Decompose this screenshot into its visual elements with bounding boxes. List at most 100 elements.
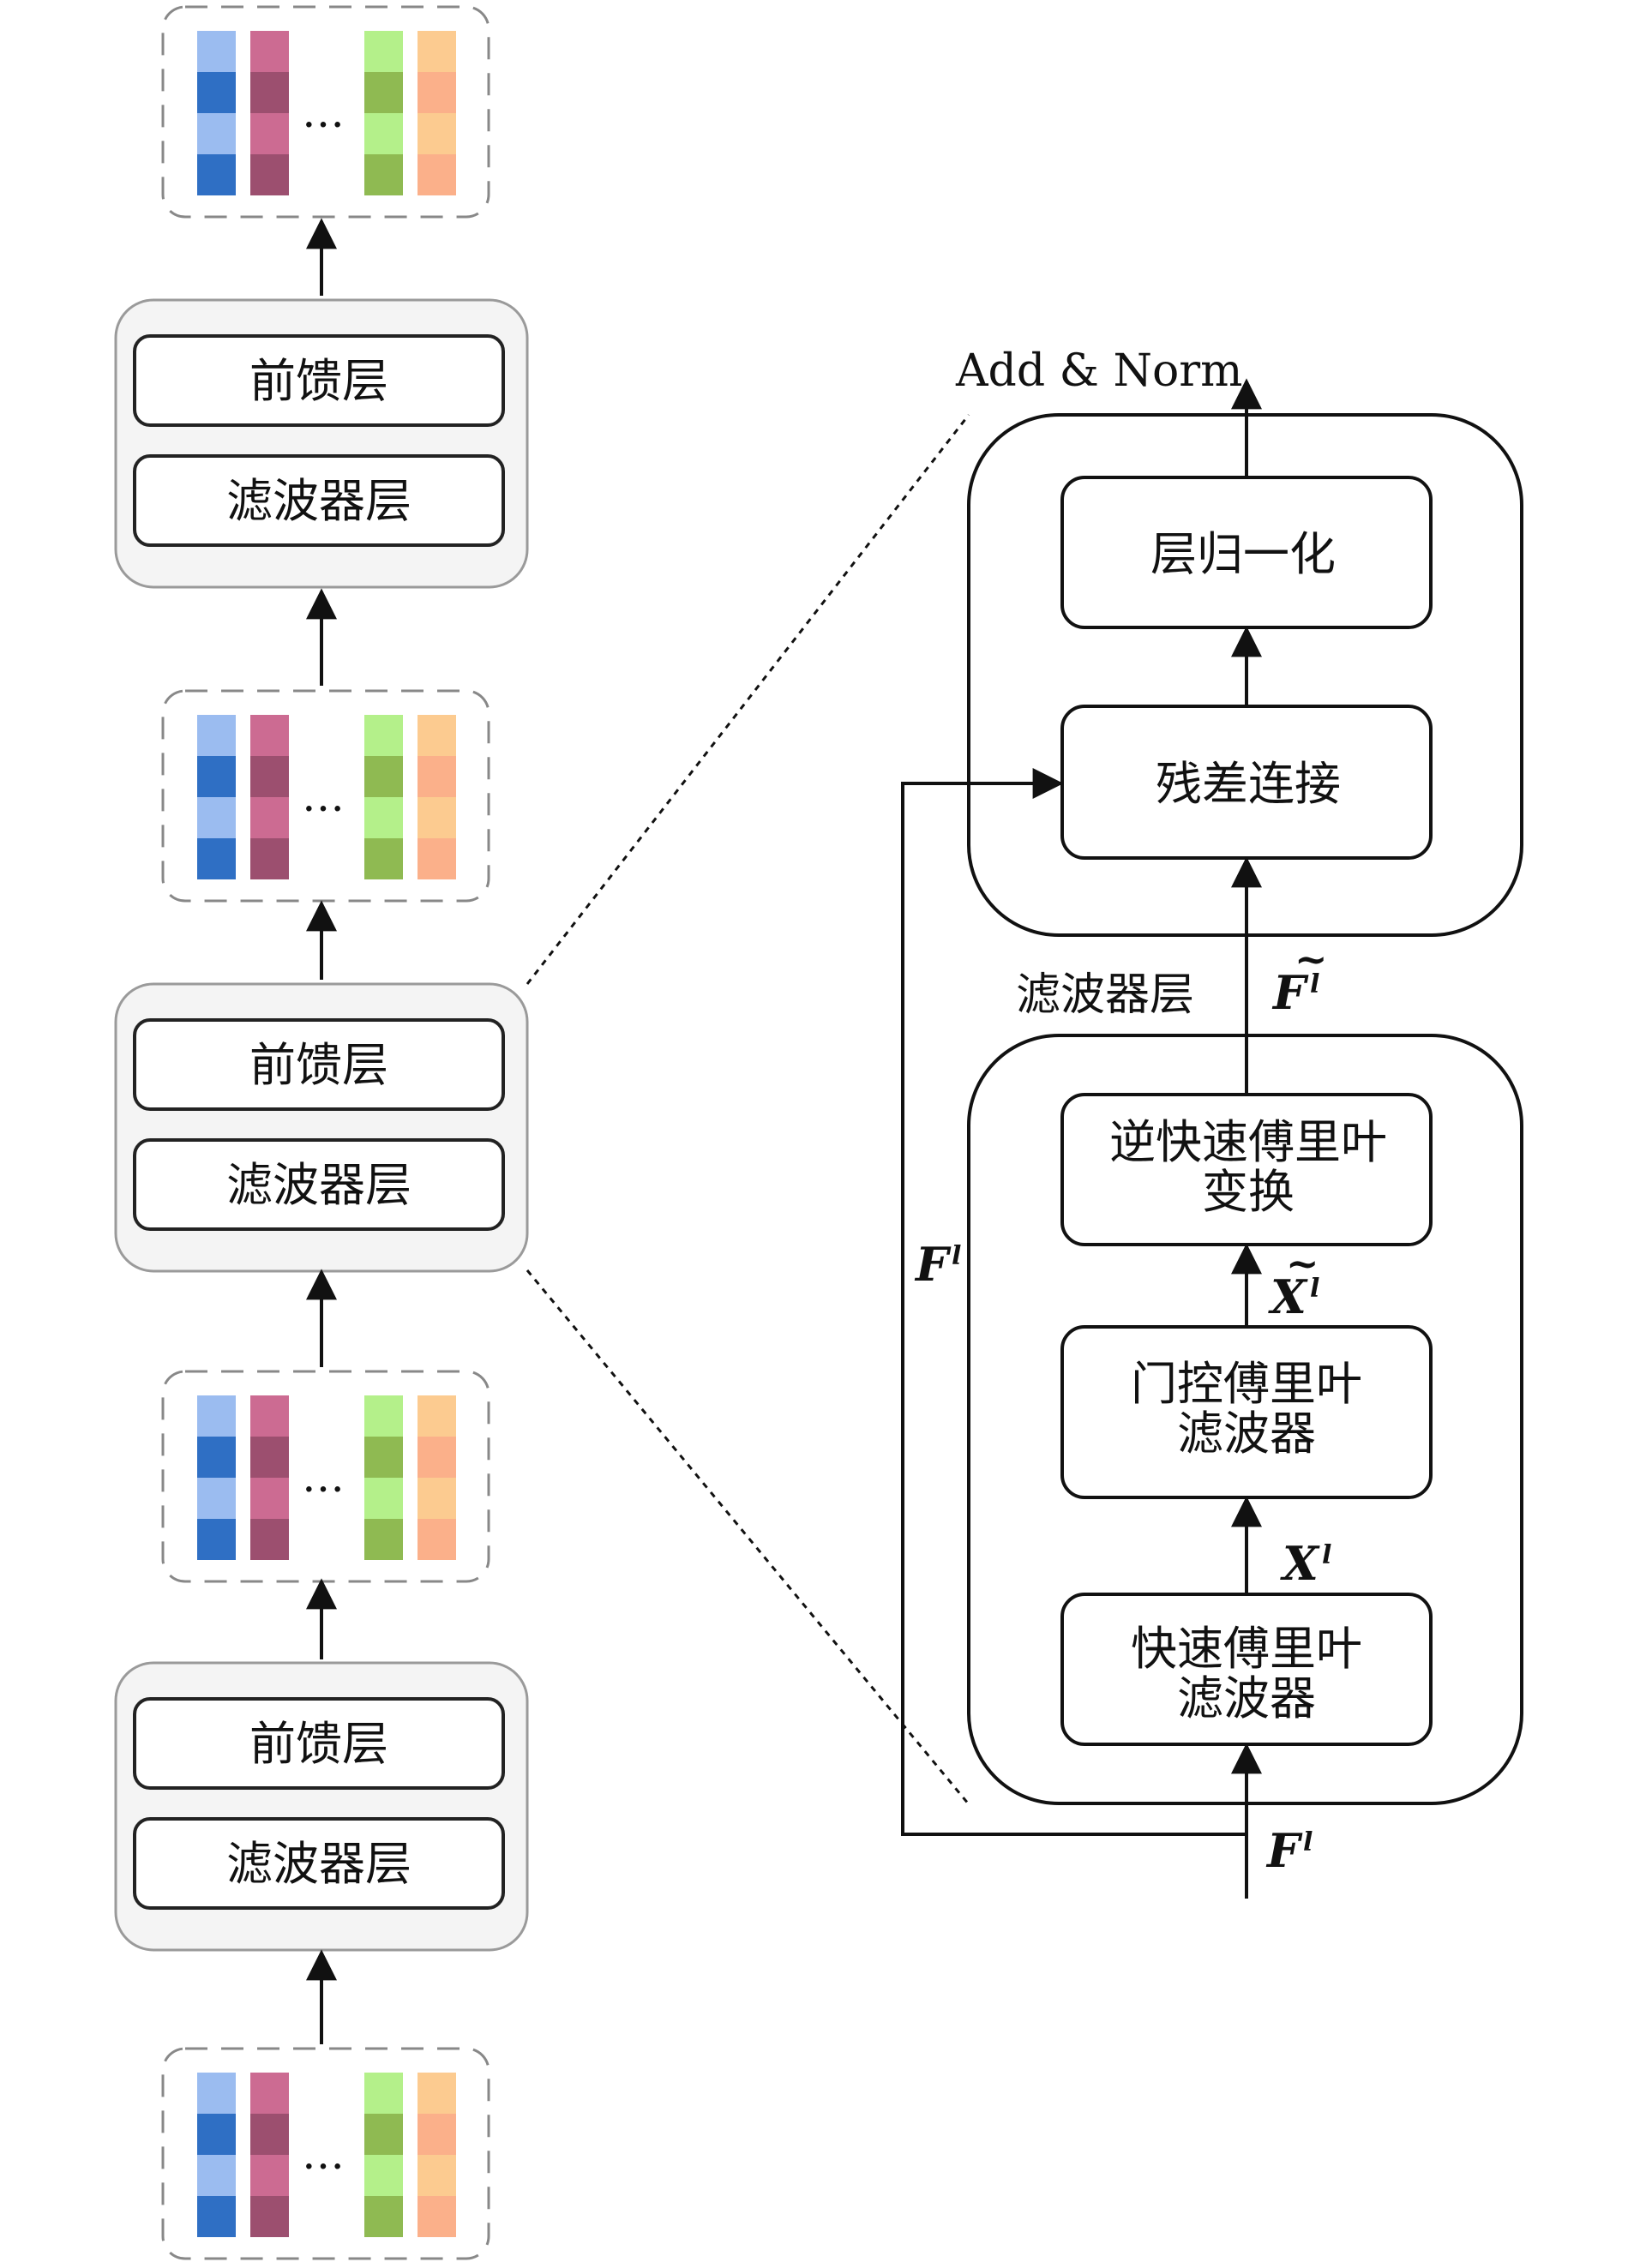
token-cell-green [364, 2196, 403, 2237]
feedforward-box [133, 1018, 505, 1111]
token-cell-pink [250, 797, 289, 838]
filter-layer-label: 滤波器层 [226, 1158, 412, 1212]
token-cell-pink [250, 1519, 289, 1560]
symbol-f-skip: F l [914, 1237, 961, 1292]
symbol-f-tilde-sup: l [1310, 969, 1319, 999]
token-group: … [161, 2047, 490, 2260]
token-ellipsis: … [302, 2129, 345, 2179]
token-cell-orange [418, 797, 456, 838]
symbol-f-tilde: ~ F l [1271, 936, 1328, 1020]
token-cell-orange [418, 72, 456, 113]
token-cell-blue [197, 797, 236, 838]
token-ellipsis: … [302, 87, 345, 137]
token-cell-orange [418, 31, 456, 72]
token-group: … [161, 689, 490, 903]
token-cell-blue [197, 2073, 236, 2114]
token-cell-pink [250, 154, 289, 195]
zoom-line-bottom [526, 1269, 970, 1805]
token-cell-blue [197, 2196, 236, 2237]
token-cell-pink [250, 31, 289, 72]
token-cell-orange [418, 838, 456, 879]
symbol-x-tilde-mark: ~ [1286, 1240, 1319, 1287]
symbol-x-base: X [1280, 1536, 1320, 1591]
symbol-f-skip-sup: l [952, 1241, 961, 1271]
token-cell-blue [197, 838, 236, 879]
symbol-x-tilde-sup: l [1310, 1274, 1319, 1304]
token-cell-green [364, 756, 403, 797]
token-cell-pink [250, 1395, 289, 1437]
feedforward-label: 前馈层 [249, 1717, 388, 1771]
token-cell-orange [418, 1478, 456, 1519]
token-cell-pink [250, 72, 289, 113]
add-norm-label: Add & Norm [955, 345, 1242, 397]
token-cell-pink [250, 2155, 289, 2196]
token-group-border [161, 5, 490, 219]
token-group: … [161, 5, 490, 219]
token-cell-orange [418, 2155, 456, 2196]
ifft-label-line1: 逆快速傅里叶 [1109, 1115, 1387, 1169]
symbol-x-sup: l [1322, 1540, 1331, 1570]
token-cell-blue [197, 2155, 236, 2196]
token-ellipsis: … [302, 1452, 345, 1502]
token-cell-blue [197, 113, 236, 154]
token-cell-pink [250, 715, 289, 756]
residual-connection-label: 残差连接 [1156, 757, 1341, 811]
symbol-f-input-base: F [1265, 1823, 1303, 1878]
filter-layer-box [133, 1817, 505, 1910]
token-cell-orange [418, 1519, 456, 1560]
filter-layer-box [133, 1138, 505, 1231]
token-cell-green [364, 838, 403, 879]
symbol-f-input: F l [1265, 1823, 1313, 1878]
token-cell-orange [418, 154, 456, 195]
token-cell-green [364, 2073, 403, 2114]
gated-filter-label-line1: 门控傅里叶 [1131, 1357, 1362, 1411]
token-cell-green [364, 113, 403, 154]
gated-filter-label-line2: 滤波器 [1177, 1407, 1316, 1461]
feedforward-box [133, 1697, 505, 1790]
ifft-label-line2: 变换 [1202, 1165, 1295, 1219]
zoom-lines [526, 414, 970, 1805]
token-cell-pink [250, 2114, 289, 2155]
token-ellipsis: … [302, 771, 345, 821]
token-cell-green [364, 2114, 403, 2155]
filter-layer-label: 滤波器层 [226, 474, 412, 528]
token-cell-blue [197, 2114, 236, 2155]
feedforward-label: 前馈层 [249, 1038, 388, 1092]
token-cell-pink [250, 838, 289, 879]
token-cell-green [364, 715, 403, 756]
filter-layer-caption: 滤波器层 [1016, 969, 1194, 1021]
token-cell-pink [250, 113, 289, 154]
token-cell-orange [418, 1395, 456, 1437]
token-cell-green [364, 2155, 403, 2196]
token-cell-blue [197, 715, 236, 756]
feedforward-box [133, 334, 505, 427]
token-group: … [161, 1370, 490, 1583]
token-cell-pink [250, 1478, 289, 1519]
symbol-f-input-sup: l [1303, 1827, 1313, 1857]
filter-layer-label: 滤波器层 [226, 1837, 412, 1891]
token-cell-blue [197, 1395, 236, 1437]
symbol-f-tilde-base: F [1271, 965, 1309, 1020]
detail-arrows [901, 378, 1262, 1899]
token-cell-blue [197, 154, 236, 195]
token-cell-blue [197, 1478, 236, 1519]
token-cell-orange [418, 756, 456, 797]
token-cell-pink [250, 2196, 289, 2237]
symbol-x: X l [1280, 1536, 1331, 1591]
token-group-border [161, 2047, 490, 2260]
token-cell-blue [197, 1519, 236, 1560]
token-cell-green [364, 1437, 403, 1478]
token-cell-pink [250, 2073, 289, 2114]
token-cell-blue [197, 756, 236, 797]
token-cell-orange [418, 715, 456, 756]
token-cell-orange [418, 1437, 456, 1478]
token-cell-green [364, 1519, 403, 1560]
token-cell-orange [418, 2073, 456, 2114]
token-cell-orange [418, 2114, 456, 2155]
token-cell-orange [418, 113, 456, 154]
token-cell-blue [197, 72, 236, 113]
